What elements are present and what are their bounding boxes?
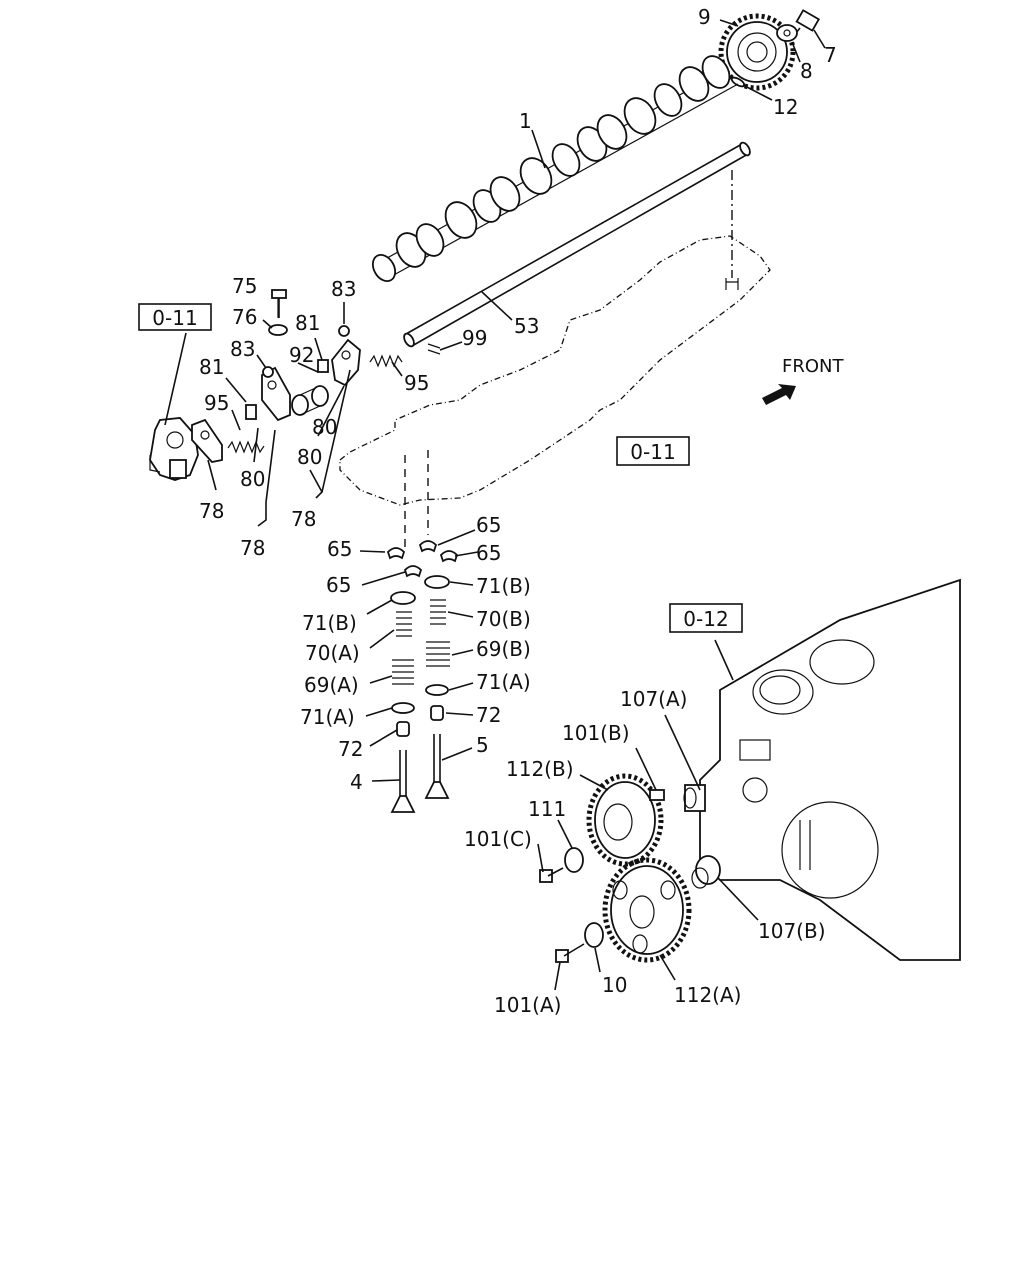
callout-101a: 101(A) xyxy=(494,993,561,1017)
ref-box-middle-label: 0-11 xyxy=(630,440,675,464)
callout-65-right: 65 xyxy=(476,541,501,565)
idler-gear-112b xyxy=(586,773,664,867)
callout-107b: 107(B) xyxy=(758,919,826,943)
callout-9: 9 xyxy=(698,5,711,29)
callout-72-left: 72 xyxy=(338,737,363,761)
callout-8: 8 xyxy=(800,59,813,83)
gear-washer xyxy=(776,24,798,42)
callout-92: 92 xyxy=(289,343,314,367)
washer-10 xyxy=(584,922,604,948)
rocker-arm-right xyxy=(331,325,361,387)
spring-retainer-b xyxy=(390,575,450,605)
callout-70b: 70(B) xyxy=(476,607,531,631)
idler-shaft-107a xyxy=(683,784,706,812)
bolt-75 xyxy=(268,289,288,336)
callout-65-top-right: 65 xyxy=(476,513,501,537)
callout-112a: 112(A) xyxy=(674,983,741,1007)
callout-83-left: 83 xyxy=(230,337,255,361)
callout-71a-right: 71(A) xyxy=(476,670,531,694)
callout-1: 1 xyxy=(519,109,532,133)
ref-box-middle[interactable]: 0-11 xyxy=(616,436,690,466)
callout-72-right: 72 xyxy=(476,703,501,727)
valve-seals xyxy=(396,705,444,737)
callout-69a: 69(A) xyxy=(304,673,359,697)
valve-exhaust xyxy=(424,734,450,799)
rocker-arm-mid xyxy=(261,366,291,422)
callout-7: 7 xyxy=(824,43,837,67)
callout-71b-right: 71(B) xyxy=(476,574,531,598)
ref-box-right-label: 0-12 xyxy=(683,607,728,631)
clip-99 xyxy=(427,343,441,355)
valve-springs xyxy=(392,599,450,685)
camshaft-gear xyxy=(718,13,796,91)
idler-shaft-107b xyxy=(691,855,721,889)
callout-80-left: 80 xyxy=(240,467,265,491)
ref-box-right[interactable]: 0-12 xyxy=(669,603,743,633)
callout-65-lower: 65 xyxy=(326,573,351,597)
callout-80-upper: 80 xyxy=(297,445,322,469)
callout-65-left: 65 xyxy=(327,537,352,561)
rocker-bracket xyxy=(149,417,199,481)
callout-10: 10 xyxy=(602,973,627,997)
spring-95-left xyxy=(227,440,265,454)
callout-5: 5 xyxy=(476,733,489,757)
callout-95-left: 95 xyxy=(204,391,229,415)
spring-95-right xyxy=(369,354,403,368)
gear-bolt-101b xyxy=(649,789,665,801)
callout-81-left: 81 xyxy=(199,355,224,379)
callout-labels: 9 7 8 12 1 53 99 95 75 76 83 81 83 92 81… xyxy=(199,5,837,1017)
callout-71a-left: 71(A) xyxy=(300,705,355,729)
washer-111 xyxy=(564,847,584,873)
callout-78-left: 78 xyxy=(199,499,224,523)
callout-69b: 69(B) xyxy=(476,637,531,661)
front-arrow-icon xyxy=(762,384,796,405)
rocker-bushing xyxy=(291,385,329,416)
adjust-screw xyxy=(245,359,329,420)
idler-gear-112a xyxy=(602,857,692,963)
callout-107a: 107(A) xyxy=(620,687,687,711)
bolt-101c xyxy=(539,867,564,883)
callout-53: 53 xyxy=(514,314,539,338)
ref-box-top-left-label: 0-11 xyxy=(152,306,197,330)
callout-71b-left: 71(B) xyxy=(302,611,357,635)
callout-4: 4 xyxy=(350,770,363,794)
callout-80-right: 80 xyxy=(312,415,337,439)
callout-83-right: 83 xyxy=(331,277,356,301)
callout-76: 76 xyxy=(232,305,257,329)
callout-78-right: 78 xyxy=(291,507,316,531)
rocker-arm-left xyxy=(191,418,223,463)
callout-75: 75 xyxy=(232,274,257,298)
valve-intake xyxy=(390,750,416,813)
leader-lines xyxy=(164,19,826,991)
camshaft xyxy=(371,55,739,283)
callout-112b: 112(B) xyxy=(506,757,574,781)
rocker-shaft xyxy=(403,141,751,348)
callout-111: 111 xyxy=(528,797,566,821)
valve-cotters xyxy=(386,540,459,578)
callout-81-right: 81 xyxy=(295,311,320,335)
callout-95-right: 95 xyxy=(404,371,429,395)
callout-101b: 101(B) xyxy=(562,721,630,745)
ref-box-top-left[interactable]: 0-11 xyxy=(138,303,212,331)
spring-seats xyxy=(391,684,449,714)
callout-12: 12 xyxy=(773,95,798,119)
engine-block xyxy=(699,578,961,961)
callout-70a: 70(A) xyxy=(305,641,360,665)
callout-101c: 101(C) xyxy=(464,827,532,851)
callout-78-bottom: 78 xyxy=(240,536,265,560)
callout-99: 99 xyxy=(462,326,487,350)
front-label: FRONT xyxy=(782,356,844,377)
bolt-101a xyxy=(555,943,585,963)
